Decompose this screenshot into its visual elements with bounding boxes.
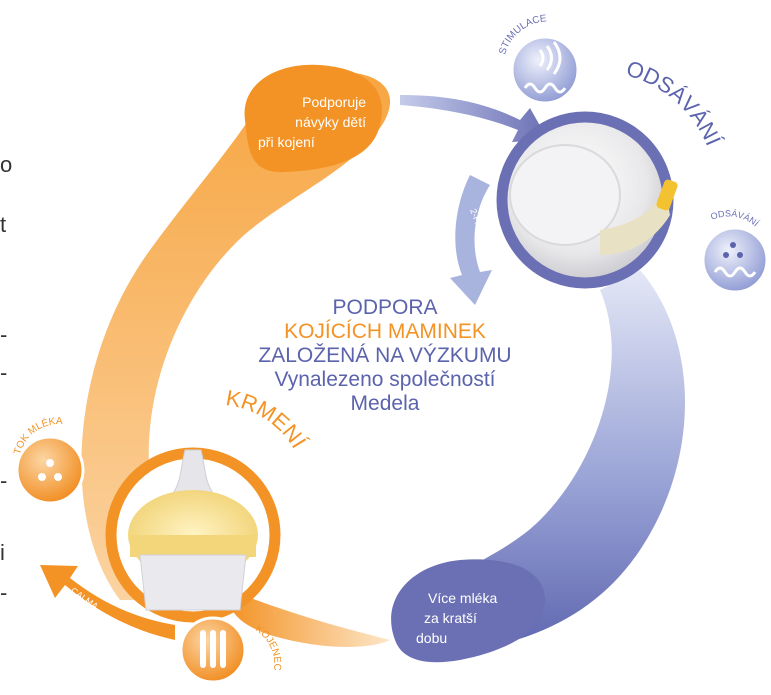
center-line: PODPORA	[332, 296, 438, 319]
orange-blob	[244, 64, 382, 173]
orange-blob-line: při kojení	[258, 134, 315, 150]
orange-blob-line: návyky dětí	[295, 114, 366, 130]
two-phase-arrow	[450, 175, 492, 305]
edge-fragment: -	[0, 468, 8, 493]
edge-fragment: o	[0, 152, 13, 177]
stimulation-badge	[510, 35, 580, 105]
center-line: ZALOŽENÁ NA VÝZKUMU	[258, 344, 512, 367]
blue-blob-line: Více mléka	[428, 590, 498, 606]
blue-top-arc	[400, 95, 548, 142]
center-title: PODPORA KOJÍCÍCH MAMINEK ZALOŽENÁ NA VÝZ…	[225, 296, 545, 416]
edge-fragment: -	[0, 580, 8, 605]
calma-arrow	[40, 565, 175, 640]
edge-fragment: -	[0, 322, 8, 347]
blue-swoosh	[417, 270, 685, 651]
milk-flow-badge	[15, 435, 85, 505]
blue-blob-text: Více mléka za kratší dobu	[412, 588, 522, 648]
center-line: KOJÍCÍCH MAMINEK	[284, 320, 486, 343]
center-line: Medela	[350, 392, 420, 415]
expression-badge	[701, 226, 769, 294]
edge-fragment: t	[0, 212, 7, 237]
orange-tail	[229, 590, 390, 647]
orange-blob-text: Podporuje návyky dětí při kojení	[258, 92, 366, 152]
edge-fragment: -	[0, 360, 8, 385]
blue-blob-line: za kratší	[424, 610, 477, 626]
center-line: Vynalezeno společností	[274, 368, 496, 391]
edge-fragment: i	[0, 540, 5, 565]
blue-blob-line: dobu	[416, 630, 448, 646]
blue-blob	[391, 559, 545, 663]
expression-label: ODSÁVÁNÍ	[709, 208, 761, 228]
orange-blob-line: Podporuje	[302, 94, 366, 110]
